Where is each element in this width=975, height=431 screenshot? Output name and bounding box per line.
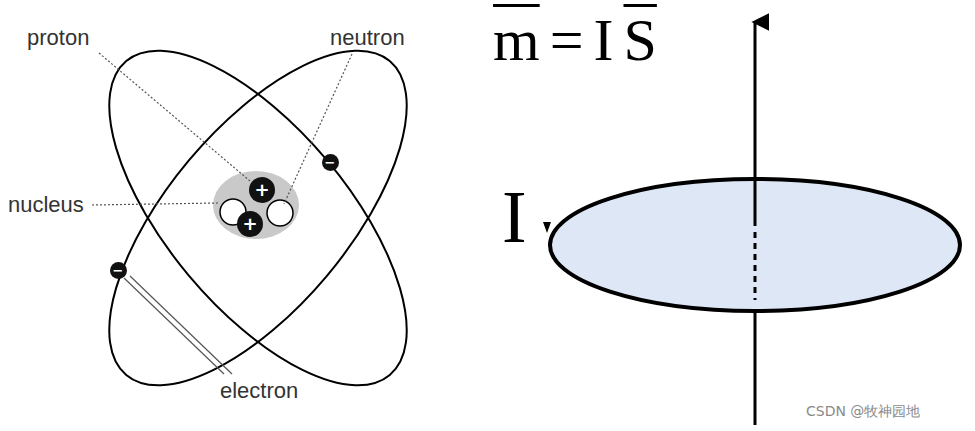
part-label: electron bbox=[220, 380, 298, 402]
leader-lines bbox=[92, 53, 352, 374]
proton-ball: + bbox=[249, 177, 275, 203]
axis-hidden bbox=[754, 232, 757, 300]
proton-ball: + bbox=[237, 211, 263, 237]
formula: m=IS bbox=[493, 4, 657, 76]
watermark: CSDN @牧神园地 bbox=[806, 404, 920, 418]
leader-line bbox=[99, 53, 250, 181]
current-label: I bbox=[502, 180, 527, 254]
nucleus-blob bbox=[213, 171, 299, 239]
charge-sign: − bbox=[325, 156, 336, 169]
part-label: nucleus bbox=[8, 194, 84, 216]
electron-ball: − bbox=[322, 154, 339, 171]
charge-sign: − bbox=[113, 264, 124, 277]
formula-symbol: S bbox=[624, 4, 657, 76]
part-label: neutron bbox=[330, 27, 405, 49]
formula-symbol: m bbox=[493, 4, 540, 76]
leader-line bbox=[92, 203, 218, 205]
neutron-ball bbox=[267, 200, 293, 226]
leader-line bbox=[124, 278, 224, 374]
charge-sign: + bbox=[242, 215, 257, 233]
leader-line bbox=[130, 276, 232, 374]
formula-symbol: = bbox=[550, 4, 584, 76]
current-arrowhead bbox=[543, 222, 551, 233]
orbit bbox=[57, 3, 458, 431]
electron-ball: − bbox=[110, 262, 127, 279]
part-label: proton bbox=[27, 27, 89, 49]
orbit bbox=[57, 3, 458, 431]
moment-arrow bbox=[754, 22, 757, 226]
atom-orbits bbox=[57, 3, 458, 431]
leader-line bbox=[284, 54, 352, 204]
charge-sign: + bbox=[254, 181, 269, 199]
axis-line bbox=[754, 312, 757, 425]
formula-symbol: I bbox=[594, 4, 614, 76]
